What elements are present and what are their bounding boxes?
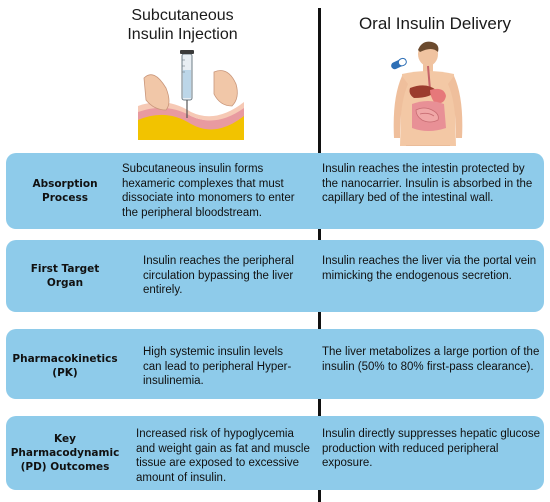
first-target-oral-text: Insulin reaches the liver via the portal… [322,255,537,282]
pd-subcutaneous-text: Increased risk of hypoglycemia and weigh… [136,428,310,484]
subcutaneous-column-title: Subcutaneous Insulin Injection [127,7,238,43]
first-target-subcutaneous-text: Insulin reaches the peripheral circulati… [143,255,294,296]
row-absorption-process [6,153,544,229]
row-label-pharmacokinetics: Pharmacokinetics (PK) [12,353,118,379]
row-label-absorption-process: Absorption Process [32,178,98,204]
row-label-first-target-organ: First Target Organ [30,263,100,289]
absorption-oral-text: Insulin reaches the intestin protected b… [322,163,533,204]
injection-syringe-skin-icon [138,50,244,140]
pk-oral-text: The liver metabolizes a large portion of… [322,346,540,373]
row-label-pharmacodynamic-outcomes: Key Pharmacodynamic (PD) Outcomes [10,433,120,473]
pd-oral-text: Insulin directly suppresses hepatic gluc… [322,428,540,469]
row-first-target-organ [6,240,544,312]
digestive-system-icon [391,41,463,146]
absorption-subcutaneous-text: Subcutaneous insulin forms hexameric com… [122,163,295,219]
oral-column-title: Oral Insulin Delivery [358,14,512,33]
row-pharmacokinetics [6,329,544,399]
pk-subcutaneous-text: High systemic insulin levels can lead to… [143,346,292,387]
row-pharmacodynamic-outcomes [6,416,544,490]
